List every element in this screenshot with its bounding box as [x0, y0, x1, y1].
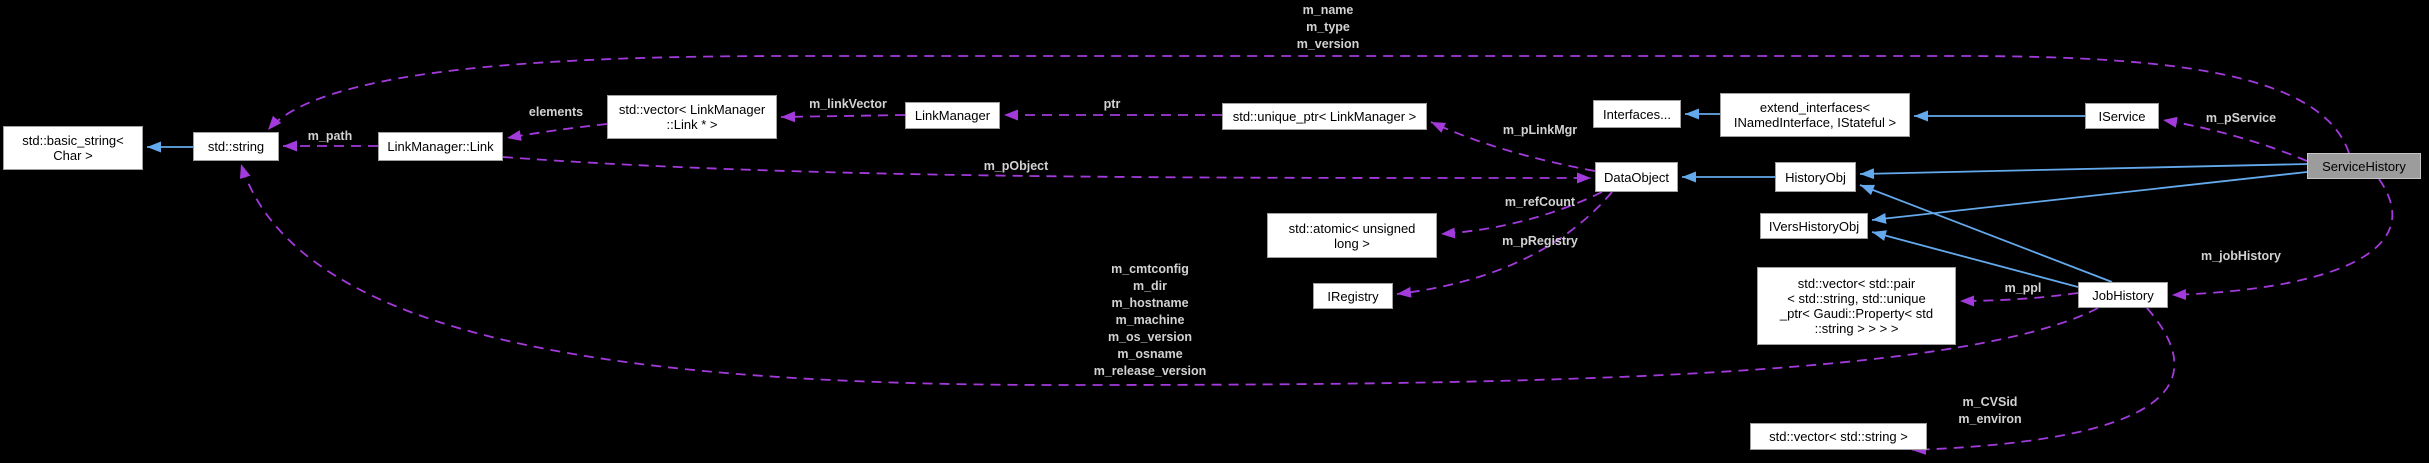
edge-label-m-plinkmgr: m_pLinkMgr — [1502, 123, 1578, 137]
edge-servicehistory-stdstring-top — [267, 55, 2350, 154]
node-dataobject[interactable]: DataObject — [1595, 162, 1678, 192]
node-ivershistoryobj[interactable]: IVersHistoryObj — [1760, 213, 1868, 239]
node-label: IVersHistoryObj — [1768, 218, 1860, 234]
edge-label-m-pregistry: m_pRegistry — [1502, 234, 1578, 248]
node-label: LinkManager — [914, 108, 991, 123]
edge-label-m-refcount: m_refCount — [1504, 195, 1576, 209]
edge-label-m-cmtconfig-group: m_cmtconfig m_dir m_hostname m_machine m… — [1093, 262, 1207, 378]
edge-label-m-pservice: m_pService — [2205, 111, 2277, 125]
edge-jobhistory-ivershistoryobj — [1871, 230, 2079, 288]
node-interfaces[interactable]: Interfaces... — [1593, 100, 1681, 128]
node-label: std::vector< std::string > — [1769, 429, 1908, 444]
node-label: IService — [2098, 108, 2146, 124]
edge-jobhistory-vectorstring-mcvsid — [1911, 307, 2176, 455]
edge-servicehistory-ivershistoryobj — [1871, 171, 2308, 224]
node-historyobj[interactable]: HistoryObj — [1775, 162, 1856, 192]
node-extend-interfaces[interactable]: extend_interfaces< INamedInterface, ISta… — [1720, 93, 1910, 137]
node-label: extend_interfaces< INamedInterface, ISta… — [1733, 100, 1897, 130]
edge-link-dataobject-mpobject — [502, 156, 1592, 184]
node-label: Interfaces... — [1603, 106, 1671, 122]
node-vector-pair-property[interactable]: std::vector< std::pair < std::string, st… — [1757, 267, 1956, 345]
edge-servicehistory-historyobj — [1859, 163, 2308, 180]
node-label: std::basic_string< Char > — [22, 133, 124, 163]
node-unique-ptr-linkmanager[interactable]: std::unique_ptr< LinkManager > — [1222, 103, 1427, 130]
node-label: LinkManager::Link — [387, 139, 494, 154]
node-label: HistoryObj — [1785, 169, 1846, 185]
node-std-basic-string[interactable]: std::basic_string< Char > — [3, 126, 143, 170]
node-servicehistory: ServiceHistory — [2307, 153, 2421, 179]
edge-label-m-linkvector: m_linkVector — [809, 97, 887, 111]
edge-label-ptr: ptr — [1103, 97, 1121, 111]
edge-dataobject-iregistry-mpregistry — [1396, 191, 1613, 298]
node-label: std::unique_ptr< LinkManager > — [1232, 109, 1417, 124]
node-linkmanager[interactable]: LinkManager — [905, 102, 1000, 129]
edge-jobhistory-historyobj — [1859, 184, 2113, 283]
edge-label-m-cvsid-environ: m_CVSid m_environ — [1958, 395, 2022, 426]
node-label: std::atomic< unsigned long > — [1288, 220, 1416, 251]
node-label: IRegistry — [1327, 288, 1379, 304]
node-label: std::vector< std::pair < std::string, st… — [1779, 276, 1934, 336]
node-iregistry[interactable]: IRegistry — [1313, 283, 1393, 309]
edge-label-elements: elements — [528, 105, 584, 119]
node-linkmanager-link[interactable]: LinkManager::Link — [378, 132, 503, 161]
node-std-string[interactable]: std::string — [193, 132, 279, 161]
edge-servicehistory-iservice-mpservice — [2162, 116, 2308, 162]
node-std-atomic[interactable]: std::atomic< unsigned long > — [1267, 213, 1437, 258]
edge-label-m-name-type-version: m_name m_type m_version — [1296, 3, 1360, 51]
node-label: ServiceHistory — [2322, 158, 2406, 174]
edge-jobhistory-vectorpair-mppl — [1959, 292, 2079, 307]
node-jobhistory[interactable]: JobHistory — [2078, 282, 2168, 308]
edge-label-m-pobject: m_pObject — [983, 159, 1049, 173]
node-iservice[interactable]: IService — [2085, 103, 2159, 129]
edge-jobhistory-stdstring-bottom — [239, 163, 2099, 386]
edge-label-m-ppl: m_ppl — [2004, 281, 2042, 295]
edge-label-m-jobhistory: m_jobHistory — [2201, 249, 2281, 263]
edge-label-m-path: m_path — [307, 129, 353, 143]
edge-servicehistory-jobhistory-mjobhistory — [2171, 178, 2394, 301]
node-vector-string[interactable]: std::vector< std::string > — [1750, 423, 1927, 450]
edge-dataobject-atomic-mrefcount — [1440, 191, 1603, 239]
edge-dataobject-uniqueptr-mplinkmgr — [1430, 121, 1596, 172]
node-label: std::vector< LinkManager ::Link * > — [618, 102, 766, 132]
edge-linkmanager-vectorlink — [780, 111, 906, 123]
node-label: std::string — [207, 139, 265, 154]
node-vector-link[interactable]: std::vector< LinkManager ::Link * > — [607, 95, 777, 139]
node-label: DataObject — [1603, 169, 1670, 185]
edge-vectorlink-link-elements — [506, 123, 608, 141]
node-label: JobHistory — [2092, 287, 2154, 303]
